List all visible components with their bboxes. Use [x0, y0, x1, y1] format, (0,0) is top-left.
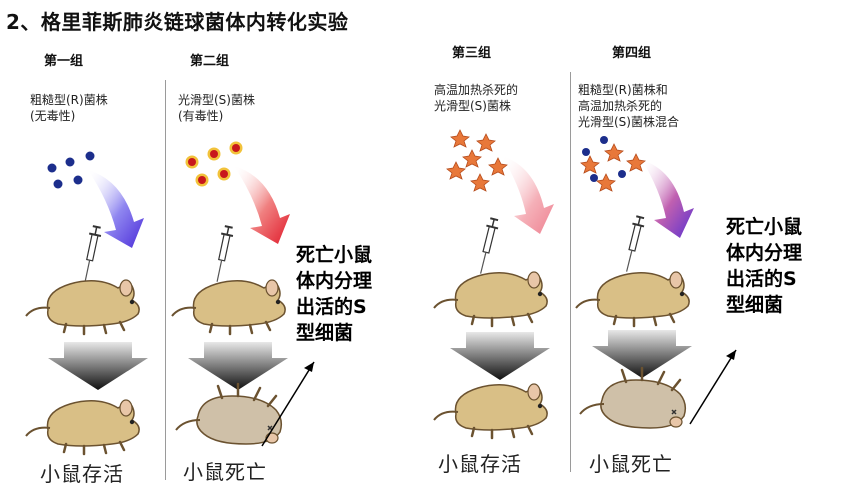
group-3-result: 小鼠存活 [438, 452, 522, 476]
group-2-result: 小鼠死亡 [183, 460, 267, 484]
curved-arrow [234, 166, 290, 244]
group-1-result: 小鼠存活 [40, 462, 124, 486]
curved-arrow [642, 160, 694, 238]
group-1-label: 第一组 [44, 54, 84, 69]
r-bacterium [53, 179, 63, 189]
r-bacterium [85, 151, 95, 161]
curved-arrow [88, 170, 144, 248]
group-4-result: 小鼠死亡 [589, 452, 673, 476]
group-3-caption: 高温加热杀死的 光滑型(S)菌株 [434, 83, 519, 113]
panel-divider [570, 72, 571, 472]
r-bacterium [65, 157, 75, 167]
annotation-left: 死亡小鼠 体内分理 出活的S 型细菌 [296, 244, 373, 344]
killed-s-bacteria [446, 129, 508, 192]
r-bacterium [47, 163, 57, 173]
group-4-illustration [574, 136, 694, 430]
page-title: 2、格里菲斯肺炎链球菌体内转化实验 [6, 10, 349, 34]
group-4-label: 第四组 [612, 46, 652, 61]
s-bacteria [185, 141, 243, 187]
group-3-illustration [432, 129, 554, 440]
group-1-illustration [24, 151, 148, 456]
group-1-caption: 粗糙型(R)菌株 (无毒性) [30, 93, 108, 123]
group-2-illustration [170, 141, 290, 446]
group-2-label: 第二组 [190, 54, 230, 69]
r-bacterium [73, 175, 83, 185]
killed-s-bacteria [580, 143, 646, 192]
r-bacteria [582, 136, 626, 182]
panel-divider [165, 80, 166, 480]
group-4-caption: 粗糙型(R)菌株和 高温加热杀死的 光滑型(S)菌株混合 [578, 83, 679, 129]
group-2-caption: 光滑型(S)菌株 (有毒性) [178, 93, 255, 123]
curved-arrow [502, 156, 554, 234]
group-3-label: 第三组 [452, 46, 492, 61]
annotation-right: 死亡小鼠 体内分理 出活的S 型细菌 [726, 216, 803, 316]
